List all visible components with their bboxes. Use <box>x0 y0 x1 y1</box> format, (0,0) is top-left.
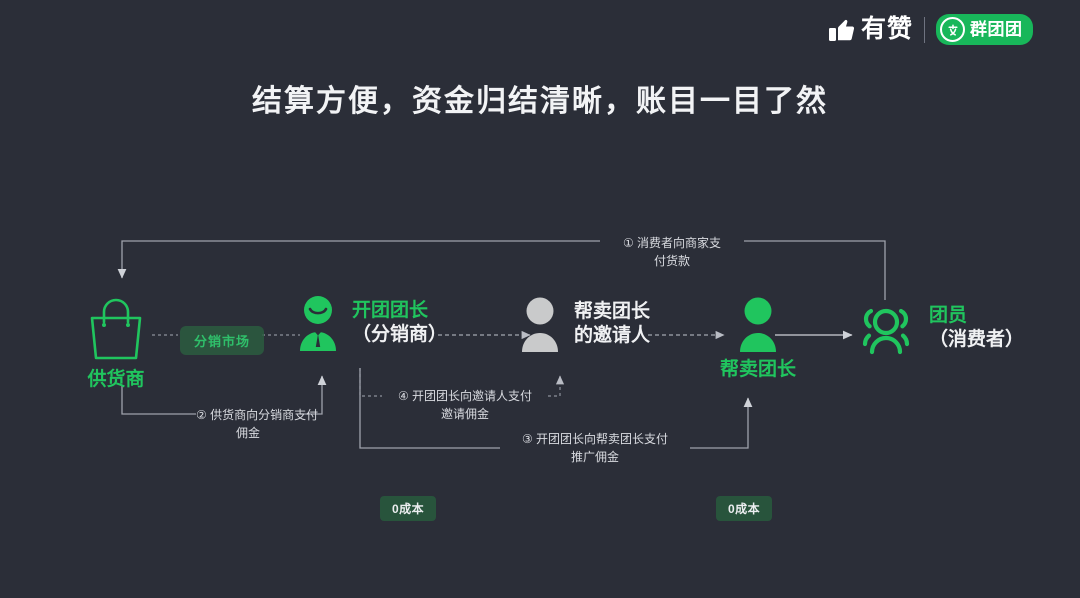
product-name: 群团团 <box>970 20 1023 39</box>
annotation-flow-4-line1: ④ 开团团长向邀请人支付 <box>397 389 533 403</box>
node-helper-leader-label: 帮卖团长 <box>720 359 797 380</box>
annotation-flow-1: ① 消费者向商家支 付货款 <box>600 234 744 270</box>
node-helper-leader[interactable]: 帮卖团长 <box>720 296 796 382</box>
logo-divider <box>924 16 926 43</box>
flow-2-wire <box>121 375 327 415</box>
node-helper-inviter-label: 帮卖团长 <box>574 300 651 322</box>
node-group-leader-label: 开团团长 <box>352 299 429 321</box>
annotation-flow-3: ③ 开团团长向帮卖团长支付 推广佣金 <box>500 430 690 466</box>
market-pill[interactable]: 分销市场 <box>180 326 265 355</box>
node-member-label: 团员 <box>929 304 968 326</box>
annotation-flow-3-line1: ③ 开团团长向帮卖团长支付 <box>521 432 669 446</box>
flow-1-wire <box>117 240 886 300</box>
annotation-flow-3-line2: 推广佣金 <box>570 450 619 464</box>
node-supplier[interactable]: 供货商 <box>80 296 152 392</box>
node-member-sublabel: （消费者） <box>929 329 1025 350</box>
node-group-leader-text: 开团团长 （分销商） <box>352 299 447 348</box>
annotation-flow-1-line1: ① 消费者向商家支 <box>622 236 722 250</box>
youzan-logo: 有赞 <box>828 16 913 44</box>
annotation-flow-1-line2: 付货款 <box>653 254 690 268</box>
brand-logo: 有赞 群团团 <box>828 14 1033 45</box>
annotation-flow-4: ④ 开团团长向邀请人支付 邀请佣金 <box>382 387 548 423</box>
cost-badge-helper: 0成本 <box>716 496 773 521</box>
node-helper-inviter-text: 帮卖团长 的邀请人 <box>574 300 650 349</box>
node-member[interactable]: 团员 （消费者） <box>855 300 1024 356</box>
node-group-leader-sublabel: （分销商） <box>352 324 448 345</box>
annotation-flow-4-line2: 邀请佣金 <box>440 407 489 421</box>
shopping-bag-icon <box>90 298 142 360</box>
flow-3-wire <box>359 368 753 449</box>
page-title: 结算方便，资金归结清晰，账目一目了然 <box>252 85 828 118</box>
node-supplier-label: 供货商 <box>87 369 145 390</box>
product-logo: 群团团 <box>936 14 1033 45</box>
brand-name: 有赞 <box>861 15 914 43</box>
person-tie-icon <box>300 296 336 351</box>
node-helper-inviter[interactable]: 帮卖团长 的邀请人 <box>518 296 650 352</box>
annotation-flow-2: ② 供货商向分销商支付 佣金 <box>196 406 319 442</box>
flow-4-wire <box>359 368 565 397</box>
node-member-text: 团员 （消费者） <box>929 304 1024 353</box>
node-group-leader[interactable]: 开团团长 （分销商） <box>296 294 447 352</box>
node-helper-inviter-sublabel: 的邀请人 <box>574 325 651 346</box>
person-gray-icon <box>522 297 558 352</box>
people-group-icon <box>862 308 910 355</box>
cost-badge-leader: 0成本 <box>380 496 437 521</box>
qtt-circle-icon <box>940 17 966 42</box>
person-green-icon <box>740 297 776 352</box>
annotation-flow-2-line2: 佣金 <box>235 426 260 440</box>
thumbs-up-icon <box>829 19 855 41</box>
annotation-flow-2-line1: ② 供货商向分销商支付 <box>196 408 319 422</box>
